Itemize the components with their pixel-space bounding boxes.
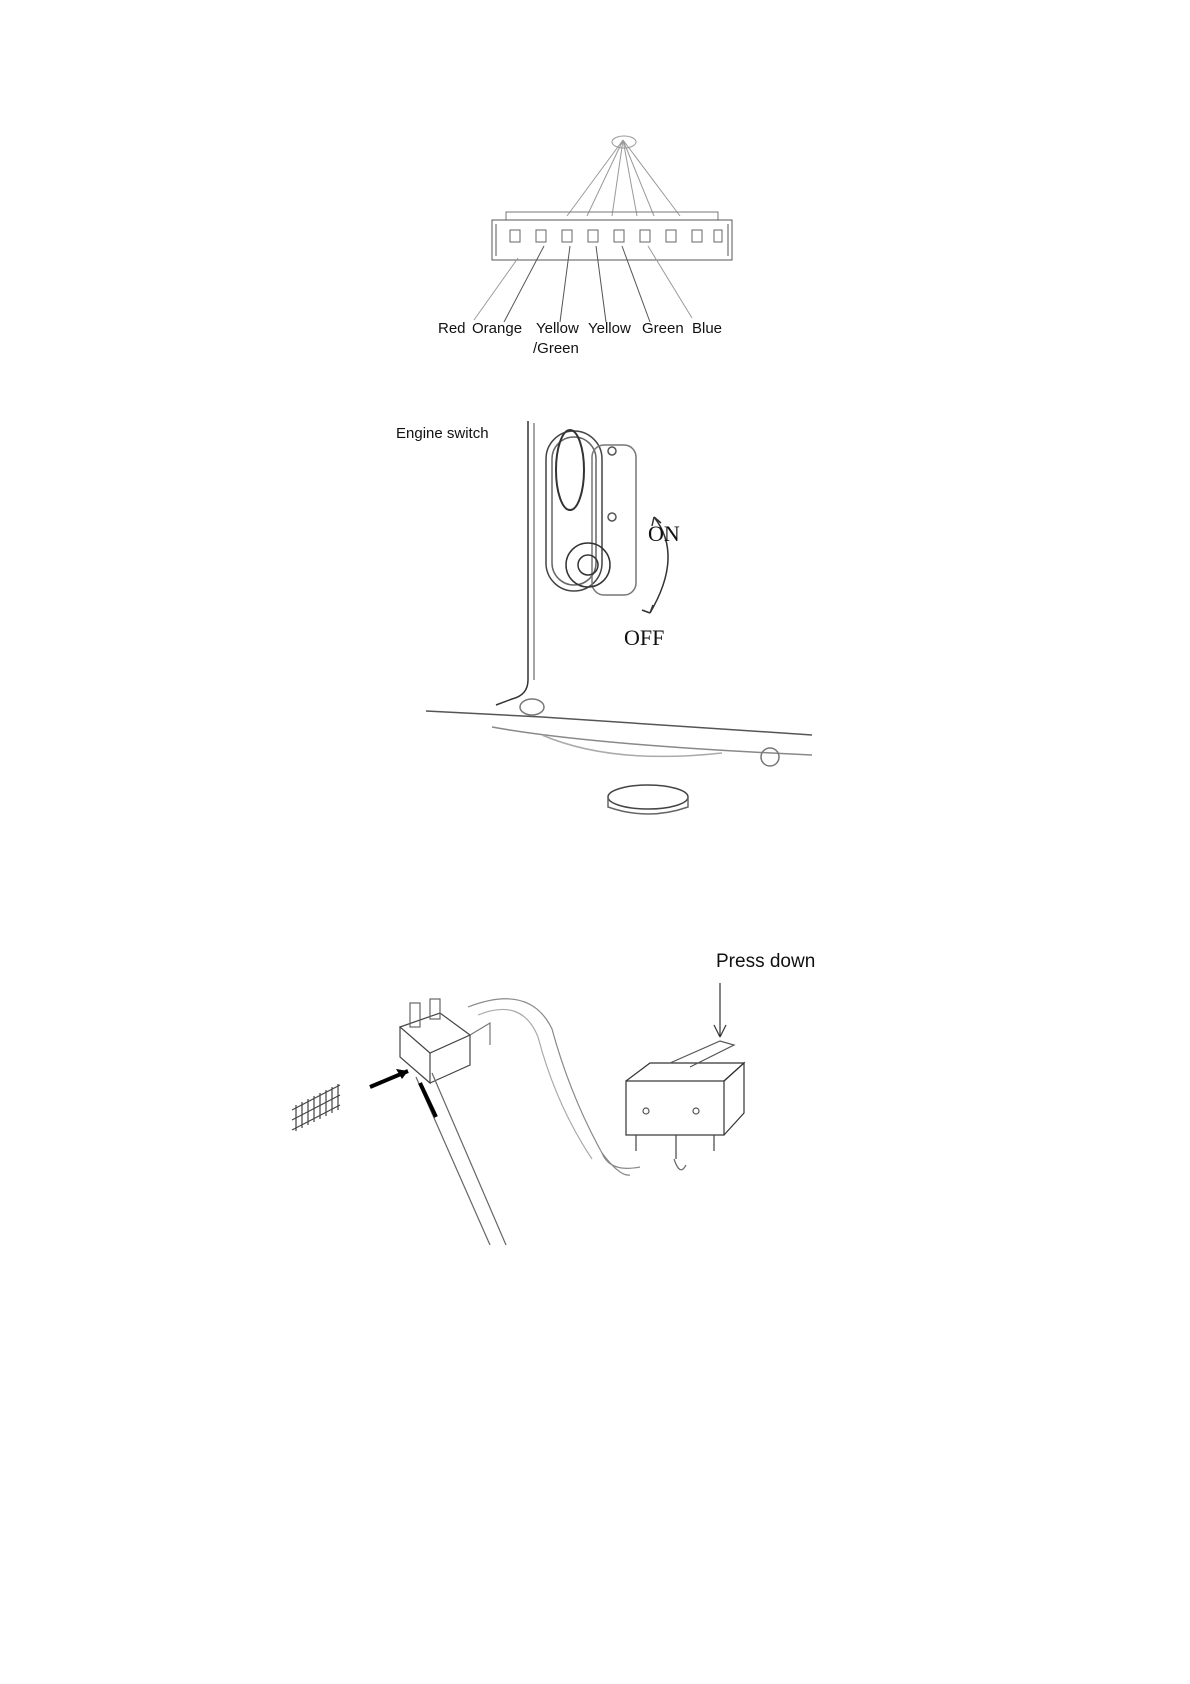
microswitch-drawing: [290, 945, 830, 1255]
connector-wiring-figure: Red Orange Yellow Yellow Green Blue /Gre…: [392, 128, 839, 368]
engine-switch-drawing: [392, 405, 839, 825]
wire-label-green-suffix: /Green: [533, 340, 579, 357]
wire-label-yellow-green: Yellow: [536, 320, 579, 337]
on-position-label: ON: [648, 521, 680, 547]
wire-label-green: Green: [642, 320, 684, 337]
wire-label-blue: Blue: [692, 320, 722, 337]
wire-label-orange: Orange: [472, 320, 522, 337]
wire-label-red: Red: [438, 320, 466, 337]
press-down-instruction: Press down: [716, 951, 815, 973]
wire-label-yellow: Yellow: [588, 320, 631, 337]
engine-switch-caption: Engine switch: [396, 425, 489, 442]
engine-switch-figure: Engine switch ON OFF: [392, 405, 839, 825]
off-position-label: OFF: [624, 625, 664, 651]
microswitch-figure: Press down: [290, 945, 830, 1255]
